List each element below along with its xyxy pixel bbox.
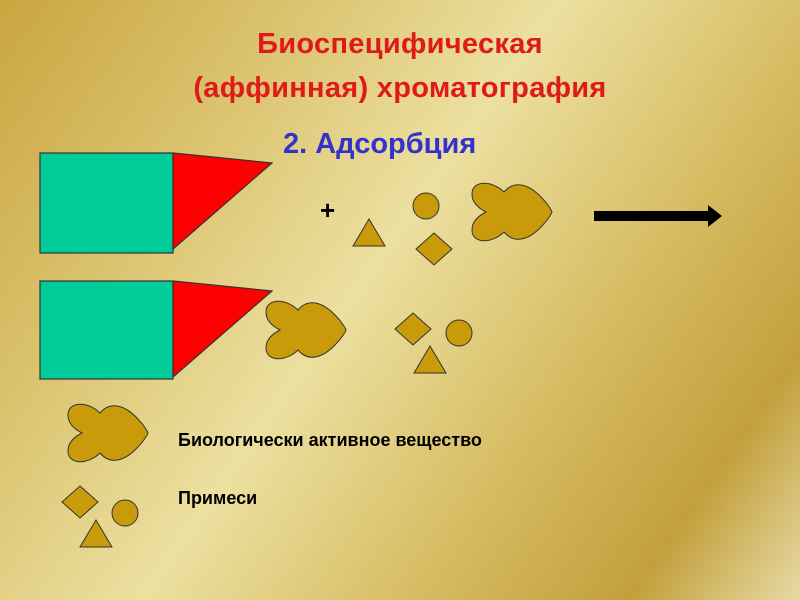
- circle-impurity-icon: [412, 192, 440, 220]
- legend-circle-icon: [111, 499, 139, 527]
- ligand-bottom: [172, 280, 274, 379]
- heart-bound-substance-icon: [265, 300, 347, 360]
- subtitle: 2. Адсорбция: [283, 128, 477, 160]
- title-line-1: Биоспецифическая: [257, 28, 543, 60]
- diamond-impurity-icon: [415, 232, 453, 266]
- diamond-impurity-icon: [394, 312, 432, 346]
- legend-active-substance-label: Биологически активное вещество: [178, 430, 482, 450]
- triangle-impurity-icon: [352, 218, 386, 247]
- ligand-top: [172, 152, 274, 251]
- legend-diamond-icon: [61, 485, 99, 519]
- legend-triangle-icon: [79, 519, 113, 548]
- heart-active-substance-icon: [471, 182, 553, 242]
- matrix-block-bottom: [39, 280, 174, 380]
- plus-sign: +: [320, 195, 336, 225]
- legend-heart-icon: [67, 403, 149, 463]
- circle-impurity-icon: [445, 319, 473, 347]
- matrix-block-top: [39, 152, 174, 254]
- legend-impurities-label: Примеси: [178, 488, 258, 508]
- title-line-2: (аффинная) хроматография: [193, 72, 607, 104]
- arrow-right-icon: [594, 205, 722, 227]
- triangle-impurity-icon: [413, 345, 447, 374]
